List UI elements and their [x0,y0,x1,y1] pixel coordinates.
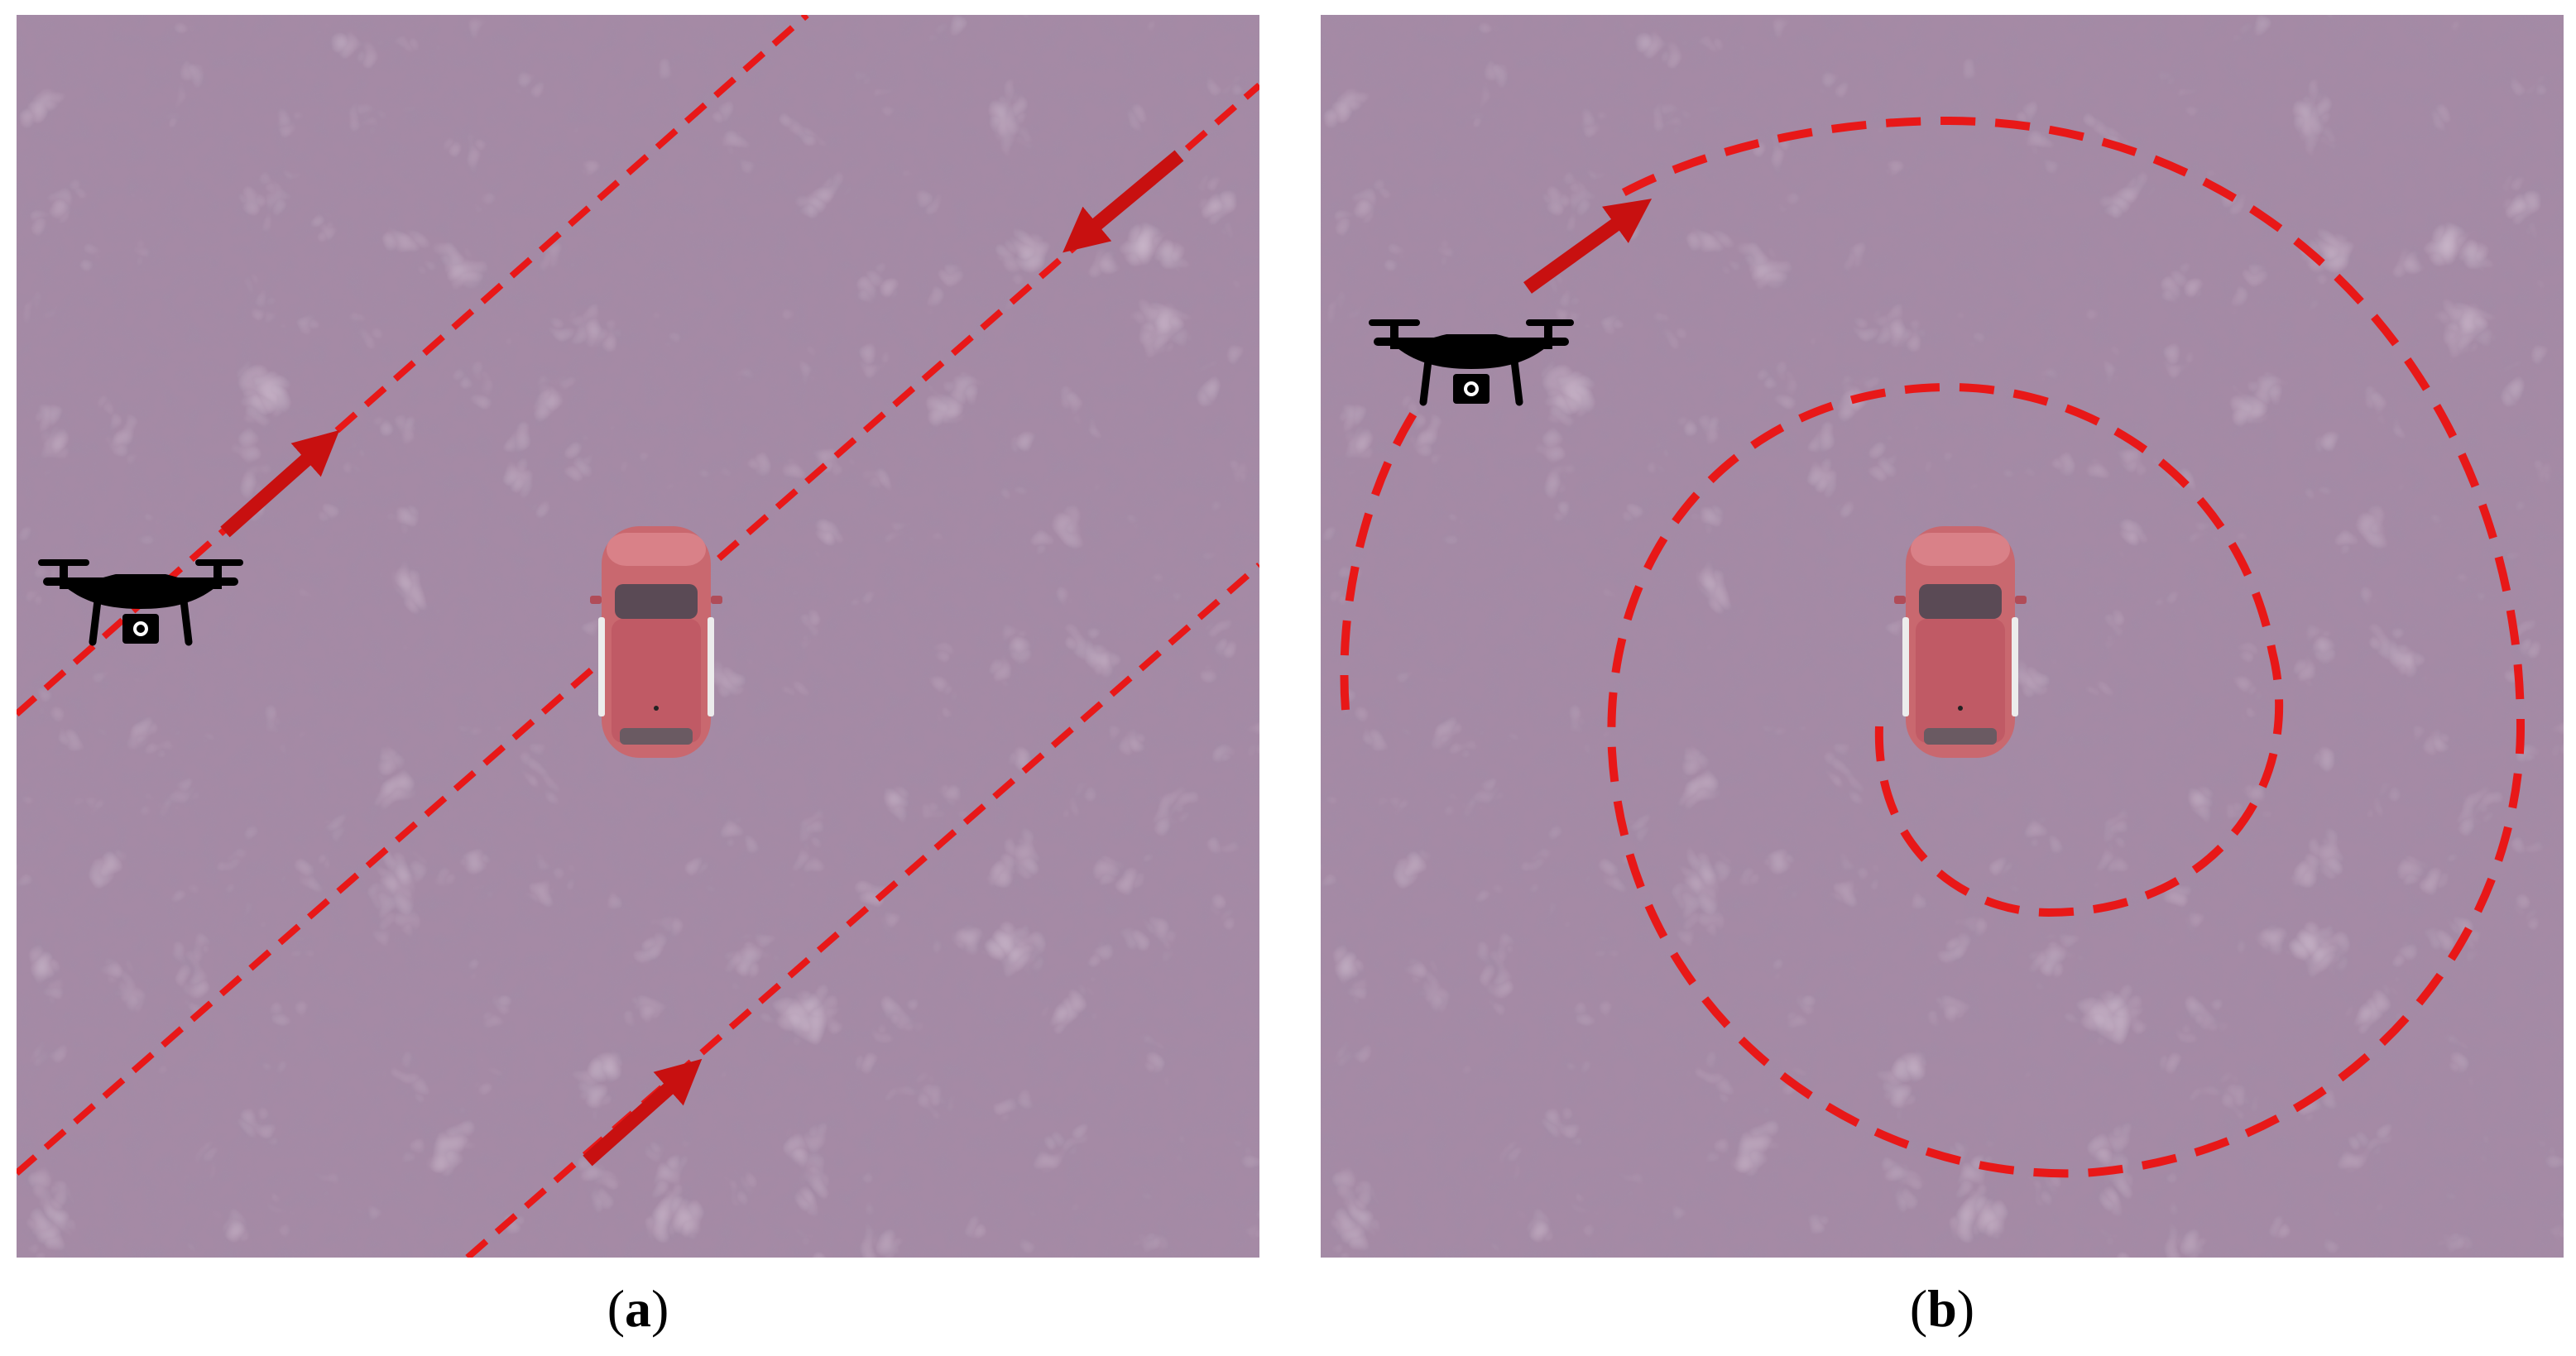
caption-b: (b) [1909,1279,1975,1338]
spiral-entry [1340,401,1424,711]
arrow-icon [1523,199,1653,294]
caption-letter-a: a [625,1279,651,1338]
caption-a: (a) [607,1279,669,1338]
arrow-icon [1063,150,1184,253]
arrow-icon [583,1058,703,1167]
arrow-icon [220,429,340,538]
spiral-path [1607,116,2526,1178]
car-icon [590,526,722,758]
panel-b [1321,15,2564,1258]
caption-letter-b: b [1927,1279,1957,1338]
panel-a [17,15,1259,1258]
car-icon [1894,526,2027,758]
